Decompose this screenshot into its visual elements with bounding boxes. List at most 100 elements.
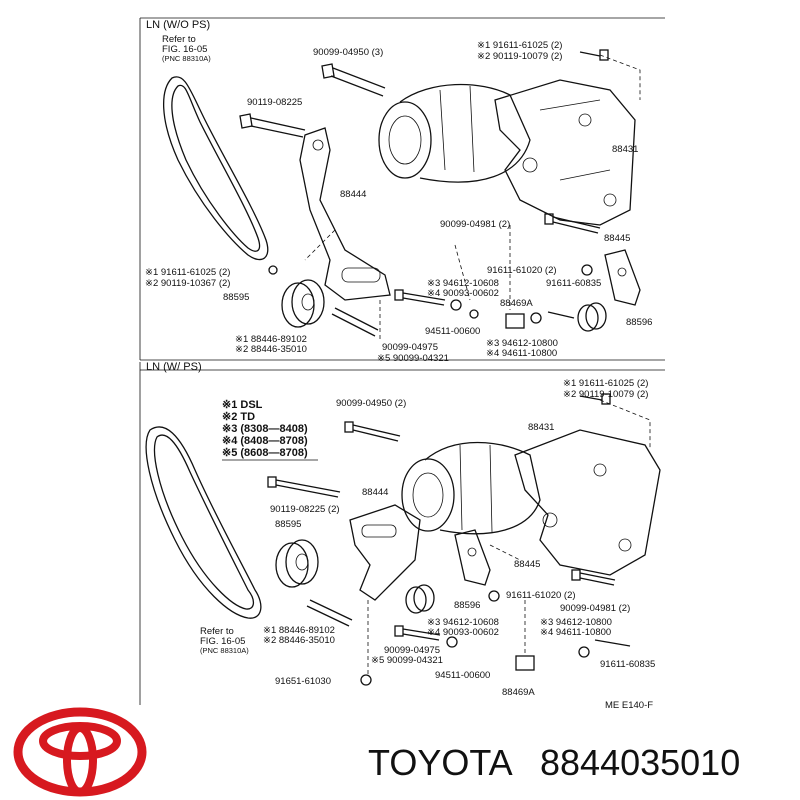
- bolt-90099-04950-s2: [344, 421, 401, 442]
- label-s2-20: 94511-00600: [435, 670, 490, 681]
- block-88469A-s2: [515, 655, 535, 671]
- compressor-2: [401, 441, 541, 535]
- label-s1-1: ※1 91611-61025 (2): [477, 40, 562, 51]
- compressor-1: [378, 83, 531, 183]
- bolt-91611-61025: [579, 49, 609, 61]
- block-88469A: [505, 313, 525, 329]
- section-frame-2: [139, 362, 665, 705]
- bracket-88445: [604, 249, 641, 306]
- refer-line-1c: (PNC 88310A): [162, 54, 211, 63]
- label-s2-16: ※4 94611-10800: [540, 627, 611, 638]
- label-s2-1: ※1 91611-61025 (2): [563, 378, 648, 389]
- legend-item-5: ※5 (8608—8708): [222, 447, 308, 459]
- label-s1-11: ※3 94612-10608: [427, 278, 499, 289]
- label-s2-19: 91611-60835: [600, 659, 655, 670]
- label-s2-13: ※3 94612-10608: [427, 617, 499, 628]
- toyota-logo-icon: [13, 707, 147, 797]
- v-belt-1: [163, 76, 269, 261]
- label-s1-8: ※1 91611-61025 (2): [145, 267, 230, 278]
- label-s1-17: 94511-00600: [425, 326, 480, 337]
- label-s2-4: 88444: [362, 487, 388, 498]
- label-s2-18: ※5 90099-04321: [371, 655, 443, 666]
- label-s1-5: 88444: [340, 189, 366, 200]
- bracket-88444-s2: [349, 504, 421, 601]
- label-s1-21: ※4 94611-10800: [486, 348, 557, 359]
- label-s2-10: 90099-04981 (2): [560, 603, 630, 614]
- label-s1-22: 90099-04975: [382, 342, 438, 353]
- bracket-88444: [299, 127, 391, 301]
- label-s2-15: ※3 94612-10800: [540, 617, 612, 628]
- bolt-90099-04975: [394, 289, 446, 306]
- label-s2-7: 88445: [514, 559, 540, 570]
- washers-1: [268, 264, 593, 324]
- label-s1-16: 88596: [626, 317, 652, 328]
- bolt-90119-08225-s2: [267, 476, 341, 498]
- label-s1-12: ※4 90093-00602: [427, 288, 499, 299]
- bolt-90099-04950: [321, 63, 386, 97]
- leader-lines-2: [367, 544, 526, 675]
- label-s1-6: 90099-04981 (2): [440, 219, 510, 230]
- label-s1-20: ※3 94612-10800: [486, 338, 558, 349]
- washers-2: [360, 590, 631, 686]
- legend-item-3: ※3 (8308—8408): [222, 423, 308, 435]
- label-s2-3: 88431: [528, 422, 554, 433]
- legend-item-2: ※2 TD: [222, 411, 255, 423]
- refer-line-1b: FIG. 16-05: [162, 44, 207, 55]
- label-s2-0: 90099-04950 (2): [336, 398, 406, 409]
- pulley-88595: [281, 279, 325, 328]
- stud-88446: [331, 307, 379, 337]
- legend-box: ※1 DSL ※2 TD ※3 (8308—8408) ※4 (8408—870…: [222, 399, 318, 461]
- label-s1-18: ※1 88446-89102: [235, 334, 307, 345]
- label-s2-21: 91651-61030: [275, 676, 331, 687]
- label-s1-14: 88595: [223, 292, 249, 303]
- pulley-88596: [577, 302, 607, 332]
- refer-line-2c: (PNC 88310A): [200, 646, 249, 655]
- label-s1-13: 91611-60835: [546, 278, 601, 289]
- label-s2-5: 90119-08225 (2): [270, 504, 340, 515]
- bolt-90119-08225: [239, 113, 306, 138]
- label-s1-3: 90119-08225: [247, 97, 302, 108]
- label-s1-15: 88469A: [500, 298, 533, 309]
- label-s2-22: 88469A: [502, 687, 535, 698]
- bracket-88445-s2: [454, 529, 491, 586]
- label-s2-2: ※2 90119-10079 (2): [563, 389, 648, 400]
- label-s1-23: ※5 90099-04321: [377, 353, 449, 364]
- bolt-90099-04981: [544, 213, 601, 234]
- figure-code: ME E140-F: [605, 700, 653, 711]
- label-s2-17: 90099-04975: [384, 645, 440, 656]
- label-s1-10: 91611-61020 (2): [487, 265, 557, 276]
- label-s1-19: ※2 88446-35010: [235, 344, 307, 355]
- bolt-90099-04975-s2: [394, 625, 441, 641]
- label-s1-7: 88445: [604, 233, 630, 244]
- legend-item-4: ※4 (8408—8708): [222, 435, 308, 447]
- refer-line-1a: Refer to: [162, 34, 196, 45]
- label-s2-6: 88595: [275, 519, 301, 530]
- label-s1-9: ※2 90119-10367 (2): [145, 278, 230, 289]
- legend-item-1: ※1 DSL: [222, 399, 263, 411]
- section-title-2: LN (W/ PS): [146, 361, 202, 373]
- stud-88446-s2: [306, 599, 353, 627]
- bolt-91611-61025-s2: [579, 393, 611, 405]
- pulley-88595-s2: [275, 539, 319, 588]
- label-s1-4: 88431: [612, 144, 638, 155]
- section-title-1: LN (W/O PS): [146, 19, 210, 31]
- pulley-88596-s2: [405, 584, 435, 614]
- bolt-90099-04981-s2: [571, 569, 616, 586]
- bracket-88431-s2: [514, 399, 661, 576]
- section-frame-1: [139, 17, 665, 361]
- refer-line-2b: FIG. 16-05: [200, 636, 245, 647]
- label-s2-11: ※1 88446-89102: [263, 625, 335, 636]
- label-s2-9: 91611-61020 (2): [506, 590, 576, 601]
- label-s2-12: ※2 88446-35010: [263, 635, 335, 646]
- part-number: 8844035010: [540, 742, 740, 783]
- brand-name: TOYOTA: [368, 742, 513, 783]
- leader-lines-1: [304, 225, 511, 340]
- label-s1-0: 90099-04950 (3): [313, 47, 383, 58]
- label-s1-2: ※2 90119-10079 (2): [477, 51, 562, 62]
- label-s2-8: 88596: [454, 600, 480, 611]
- label-s2-14: ※4 90093-00602: [427, 627, 499, 638]
- v-belt-2: [145, 426, 262, 619]
- bracket-88431: [494, 54, 641, 226]
- refer-line-2a: Refer to: [200, 626, 234, 637]
